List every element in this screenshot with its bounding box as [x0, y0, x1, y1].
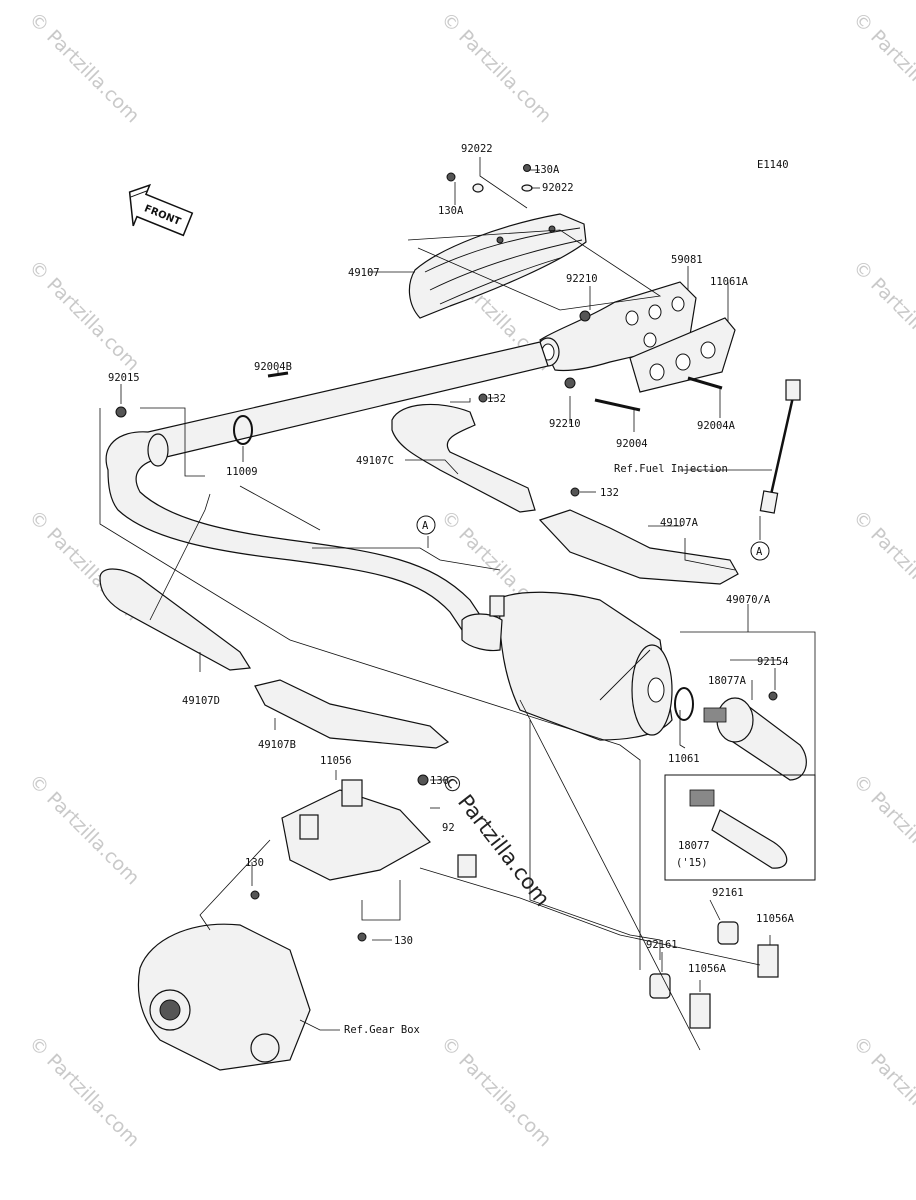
ref-marker-a-right	[750, 541, 770, 561]
callout-49107c: 49107C	[356, 455, 394, 467]
ref-marker-a-left	[416, 515, 436, 535]
callout-49107b: 49107B	[258, 739, 296, 751]
callout-130a-right: 130A	[534, 164, 560, 176]
nut-92210-lower	[564, 377, 576, 389]
exhaust-manifold-59081	[536, 281, 697, 372]
callout-92004b: 92004B	[254, 361, 292, 373]
stud-92004a	[687, 376, 723, 390]
bolt-132-top	[478, 393, 488, 403]
watermark: © Partzilla.com	[436, 1032, 555, 1151]
watermark: © Partzilla.com	[848, 1032, 916, 1151]
mount-11056a-left	[689, 993, 711, 1029]
callout-18077a: 18077A	[708, 675, 747, 687]
diagram-code: E1140	[757, 159, 789, 171]
watermark: © Partzilla.com	[848, 256, 916, 375]
callout-ref-gear-box: Ref.Gear Box	[344, 1024, 420, 1036]
heat-guard-49107	[408, 213, 587, 319]
callout-92022-right: 92022	[542, 182, 574, 194]
callout-130a-left: 130A	[438, 205, 464, 217]
callout-49107: 49107	[348, 267, 380, 279]
callout-49107d: 49107D	[182, 695, 220, 707]
callout-11061a: 11061A	[710, 276, 749, 288]
bolt-130a-right	[523, 164, 531, 172]
gasket-11009	[233, 415, 253, 445]
spark-arrestor-18077a	[703, 691, 807, 781]
front-arrow-icon: FRONT	[128, 183, 194, 237]
watermark: © Partzilla.com	[24, 1032, 143, 1151]
callout-15-note: ('15)	[676, 857, 708, 869]
callout-92015: 92015	[108, 372, 140, 384]
watermark: © Partzilla.com	[848, 506, 916, 625]
leader-lines	[99, 157, 816, 1051]
watermark: © Partzilla.com	[24, 8, 143, 127]
callout-11056a-left: 11056A	[688, 963, 727, 975]
watermark: © Partzilla.com	[848, 770, 916, 889]
watermark: © Partzilla.com	[24, 256, 143, 375]
callout-132-top: 132	[487, 393, 506, 405]
heat-guard-49107d	[99, 568, 252, 671]
heat-guard-49107a	[538, 509, 739, 585]
ring-11061	[674, 687, 694, 721]
callout-49107a: 49107A	[660, 517, 699, 529]
oxygen-sensor	[759, 379, 801, 514]
gasket-11061a	[629, 317, 736, 393]
callout-11056: 11056	[320, 755, 352, 767]
mount-92161-right	[717, 921, 739, 945]
bolt-130a-left	[446, 172, 456, 182]
callout-130-left: 130	[245, 857, 264, 869]
callout-132-mid: 132	[600, 487, 619, 499]
callout-labels: 92022 130A 130A 92022 59081 11061A 49107…	[108, 143, 795, 1036]
callout-92161-right: 92161	[712, 887, 744, 899]
callout-11061: 11061	[668, 753, 700, 765]
ref-marker-a-right-label: A	[756, 546, 763, 558]
callout-92210: 92210	[566, 273, 598, 285]
callout-18077: 18077	[678, 840, 710, 852]
watermark: © Partzilla.com	[848, 8, 916, 127]
stud-92004	[594, 398, 641, 412]
mount-11056a-right	[757, 944, 779, 978]
callout-92210-lower: 92210	[549, 418, 581, 430]
callout-130-bottom: 130	[394, 935, 413, 947]
callout-11009: 11009	[226, 466, 258, 478]
muffler-bracket	[250, 774, 477, 942]
callout-92004a: 92004A	[697, 420, 736, 432]
callout-59081: 59081	[671, 254, 703, 266]
exhaust-pipe	[105, 341, 549, 643]
gear-box	[137, 923, 311, 1071]
callout-ref-fuel-injection: Ref.Fuel Injection	[614, 463, 728, 475]
callout-130-top: 130	[430, 775, 449, 787]
center-watermark: © Partzilla.com	[436, 768, 555, 910]
callout-92-partial: 92	[442, 822, 455, 834]
bolt-132-mid	[570, 487, 580, 497]
heat-guard-49107b	[254, 679, 450, 749]
callout-92154: 92154	[757, 656, 789, 668]
callout-92004: 92004	[616, 438, 648, 450]
callout-49070a: 49070/A	[726, 594, 771, 606]
mount-92161-left	[649, 973, 671, 999]
muffler-49070	[461, 591, 673, 741]
heat-guard-49107c	[391, 403, 536, 513]
callout-92161-left: 92161	[646, 939, 678, 951]
watermark: © Partzilla.com	[436, 8, 555, 127]
callout-92022-top: 92022	[461, 143, 493, 155]
washer-92022-left	[472, 183, 484, 193]
ref-marker-a-left-label: A	[422, 520, 429, 532]
nut-92015	[115, 406, 127, 418]
watermark: © Partzilla.com	[24, 770, 143, 889]
callout-11056a-right: 11056A	[756, 913, 795, 925]
nut-92210-upper	[579, 310, 591, 322]
washer-92022-right	[521, 184, 533, 192]
